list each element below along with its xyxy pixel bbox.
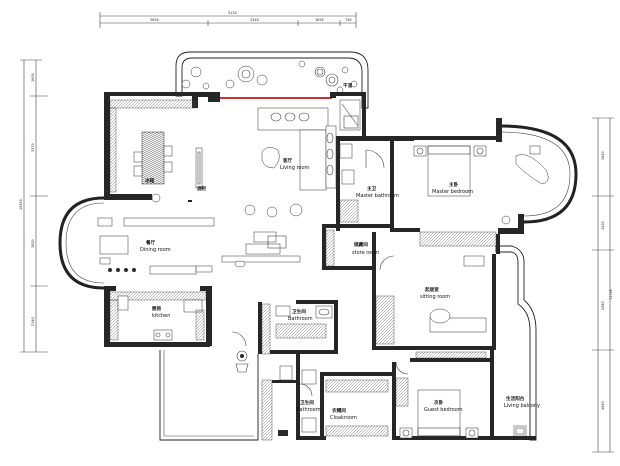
- label-living-cn: 客厅: [282, 157, 293, 164]
- label-master-bedroom-cn: 主卧: [449, 181, 459, 188]
- label-master-bath-cn: 主卫: [367, 185, 377, 192]
- dimension-left: 10810 1600 3370 2850 2140: [19, 59, 48, 353]
- walls: [104, 92, 536, 440]
- dim-right-seg-1: 2840: [601, 151, 605, 160]
- dining-bay-wall: [58, 196, 105, 290]
- label-dry-wet: 干湿: [343, 82, 353, 89]
- utility-corner: [339, 99, 361, 131]
- dim-top-seg-1: 3850: [150, 18, 159, 22]
- label-cloak-en: Cloakroom: [330, 415, 357, 421]
- door-swings: [231, 255, 409, 397]
- label-wine: 酒柜: [197, 185, 207, 192]
- bath2-cabinet: [261, 379, 273, 441]
- bathroom1-fixtures: [275, 305, 333, 339]
- kitchen-furniture: [109, 291, 207, 341]
- dining-furniture: 冰箱 酒柜: [97, 99, 215, 275]
- dim-left-seg-2: 3370: [31, 143, 35, 152]
- dimension-top: 9120 3850 3340 1690 740: [99, 11, 357, 28]
- store-room-shelves: [325, 229, 335, 267]
- dining-bay-inner: [65, 202, 105, 284]
- label-dining-en: Dining room: [140, 247, 171, 253]
- dim-right-seg-2: 1430: [601, 221, 605, 230]
- bathroom2-fixtures: [278, 365, 317, 436]
- entry-area: [235, 350, 249, 373]
- label-sitting-cn: 起居室: [424, 286, 439, 293]
- label-bath2-cn: 卫生间: [300, 399, 314, 406]
- label-bath1-en: Bathroom: [288, 316, 313, 322]
- dim-right-total: 11780: [609, 289, 613, 300]
- master-bay-wall: [499, 124, 578, 224]
- label-dining-cn: 餐厅: [145, 239, 156, 246]
- cloakroom-shelves: [325, 379, 389, 437]
- dim-left-seg-1: 1600: [31, 73, 35, 82]
- terrace-garden: 干湿: [175, 51, 369, 109]
- label-fridge: 冰箱: [145, 177, 155, 184]
- label-master-bedroom-en: Master bedroom: [432, 189, 473, 195]
- dim-right-seg-3: 2440: [601, 301, 605, 310]
- dim-left-total: 10810: [19, 199, 23, 210]
- dim-top-seg-2: 3340: [250, 18, 259, 22]
- balcony-fixtures: [513, 425, 527, 437]
- balcony-outline: [495, 245, 537, 441]
- master-bay-inner: [499, 131, 571, 217]
- dim-top-seg-3: 1690: [315, 18, 324, 22]
- dim-top-total: 9120: [228, 11, 237, 15]
- label-living-en: Living room: [280, 165, 310, 171]
- master-bedroom-furniture: [413, 145, 549, 247]
- label-sitting-en: sitting room: [420, 294, 450, 300]
- label-balcony-en: Living balcony: [504, 403, 540, 409]
- dim-top-seg-4: 740: [345, 18, 352, 22]
- guest-bedroom-furniture: [395, 377, 479, 439]
- living-furniture: [221, 107, 337, 268]
- label-master-bath-en: Master bathroom: [356, 193, 399, 199]
- label-store-cn: 储藏间: [354, 241, 368, 248]
- dim-right-seg-4: 4040: [601, 401, 605, 410]
- master-bath-fixtures: [339, 143, 385, 223]
- label-kitchen-cn: 厨房: [152, 305, 162, 312]
- label-cloak-cn: 衣帽间: [332, 407, 346, 414]
- label-guest-en: Guest bedroom: [424, 407, 463, 413]
- label-balcony-cn: 生活阳台: [506, 395, 525, 402]
- label-store-en: store room: [352, 250, 379, 256]
- label-kitchen-en: kitchen: [152, 313, 170, 319]
- lower-left-outline: [159, 350, 259, 441]
- dim-left-seg-3: 2850: [31, 239, 35, 248]
- dimension-right: 2840 1430 11780 2440 4040: [592, 117, 614, 453]
- label-guest-cn: 次卧: [434, 399, 444, 406]
- dim-left-seg-4: 2140: [31, 317, 35, 326]
- label-bath2-en: Bathroom: [296, 407, 321, 413]
- bath1-cabinet: [261, 303, 271, 355]
- sitting-room-furniture: [375, 255, 487, 359]
- label-bath1-cn: 卫生间: [292, 308, 306, 315]
